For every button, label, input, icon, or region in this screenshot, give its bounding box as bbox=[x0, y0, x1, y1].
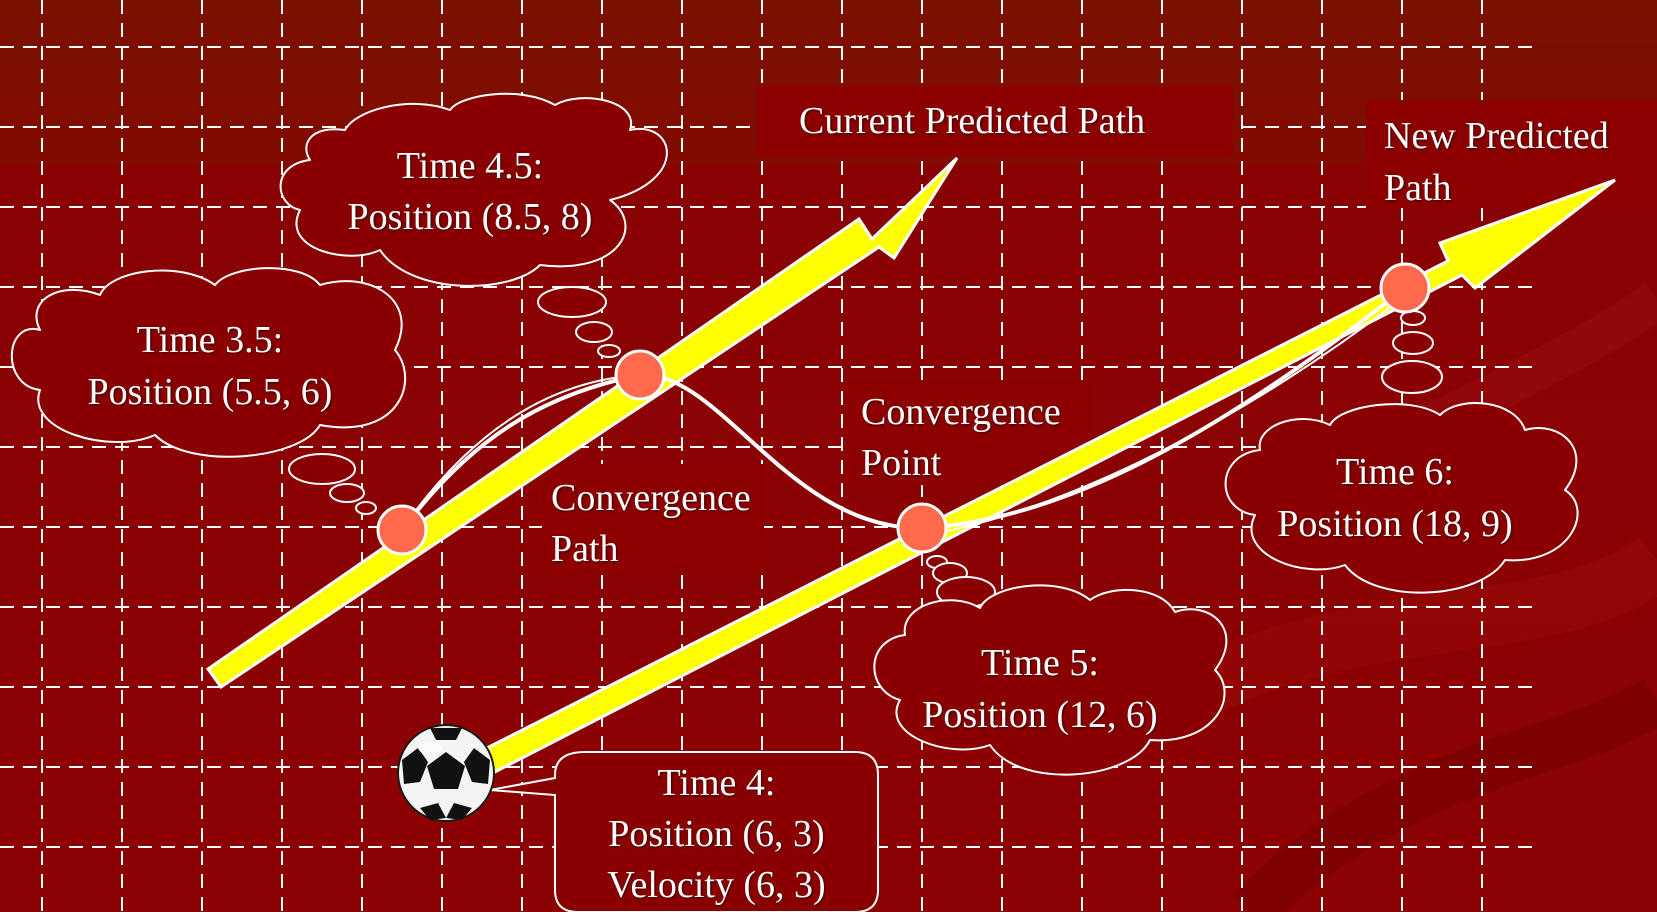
convergence-point-label-line2: Point bbox=[861, 442, 942, 484]
bubble-t6-line2: Position (18, 9) bbox=[1277, 503, 1513, 545]
bubble-t6-line1: Time 6: bbox=[1336, 451, 1454, 493]
bubble-t35-line1: Time 3.5: bbox=[136, 319, 284, 361]
new-predicted-path-label-line1: New Predicted bbox=[1384, 115, 1609, 157]
current-predicted-path-label: Current Predicted Path bbox=[799, 100, 1146, 142]
convergence-path-label-line1: Convergence bbox=[551, 477, 751, 519]
soccer-ball-icon bbox=[397, 724, 495, 822]
callout-t4-line2: Position (6, 3) bbox=[608, 813, 825, 855]
callout-t4-line1: Time 4: bbox=[657, 762, 776, 804]
convergence-path-curve-lower bbox=[921, 295, 1406, 537]
label-bg-current-path bbox=[757, 86, 1233, 156]
thought-bubble-t35 bbox=[10, 267, 407, 458]
bubble-t45-line1: Time 4.5: bbox=[396, 145, 544, 187]
bubble-t45-line2: Position (8.5, 8) bbox=[347, 196, 593, 238]
bubble-tail-t6 bbox=[1381, 310, 1443, 394]
bubble-t5-line2: Position (12, 6) bbox=[922, 694, 1158, 736]
position-marker-t45 bbox=[614, 349, 666, 401]
bubble-t35-line2: Position (5.5, 6) bbox=[87, 371, 333, 413]
new-predicted-path-arrow bbox=[470, 178, 1616, 778]
position-marker-t5 bbox=[896, 502, 948, 554]
convergence-path-label-line2: Path bbox=[551, 528, 619, 570]
callout-t4-line3: Velocity (6, 3) bbox=[607, 864, 826, 906]
thought-bubble-t45 bbox=[279, 92, 668, 287]
bubble-tail-t35 bbox=[288, 453, 377, 515]
convergence-point-label-line1: Convergence bbox=[861, 391, 1061, 433]
convergence-path-curve-inner bbox=[404, 374, 641, 526]
current-predicted-path-arrow bbox=[205, 156, 959, 690]
thought-bubble-t5 bbox=[873, 584, 1228, 776]
bubble-t5-line1: Time 5: bbox=[981, 642, 1099, 684]
position-marker-t35 bbox=[376, 504, 428, 556]
callout-t4 bbox=[489, 751, 879, 912]
label-bg-convergence-path bbox=[542, 464, 764, 574]
new-predicted-path-label-line2: Path bbox=[1384, 167, 1452, 209]
label-bg-new-path bbox=[1366, 100, 1657, 208]
thought-bubble-t6 bbox=[1224, 402, 1579, 594]
bubble-tail-t45 bbox=[537, 286, 621, 358]
position-marker-t6 bbox=[1379, 262, 1431, 314]
